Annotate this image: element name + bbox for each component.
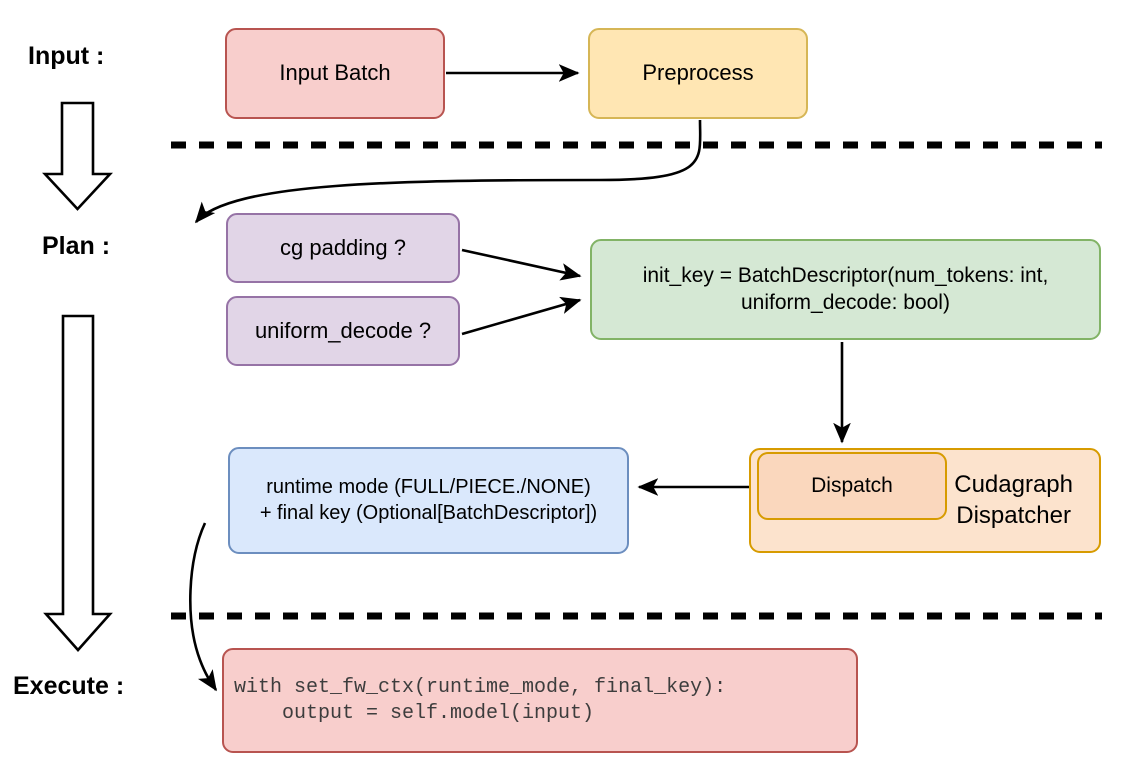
node-dispatch[interactable]: Dispatch	[757, 452, 947, 520]
edge-cg-padding-to-init-key	[461, 248, 582, 281]
stage-label-execute: Execute :	[13, 672, 125, 700]
edge-uniform-decode-to-init-key	[461, 296, 582, 336]
stage-label-input: Input :	[28, 42, 105, 70]
node-runtime-mode[interactable]: runtime mode (FULL/PIECE./NONE)+ final k…	[228, 447, 629, 554]
input-to-plan-flow-arrow	[42, 101, 113, 211]
node-input-batch[interactable]: Input Batch	[225, 28, 445, 119]
edge-preprocess-to-cg-padding	[194, 119, 702, 224]
plan-to-execute-flow-arrow	[43, 314, 113, 652]
stage-label-plan: Plan :	[42, 232, 111, 260]
node-uniform-decode[interactable]: uniform_decode ?	[226, 296, 460, 366]
node-cg-padding[interactable]: cg padding ?	[226, 213, 460, 283]
node-init-key[interactable]: init_key = BatchDescriptor(num_tokens: i…	[590, 239, 1101, 340]
node-preprocess[interactable]: Preprocess	[588, 28, 808, 119]
node-execute-code[interactable]: with set_fw_ctx(runtime_mode, final_key)…	[222, 648, 858, 753]
edge-runtime-mode-to-execute-code	[189, 522, 218, 692]
